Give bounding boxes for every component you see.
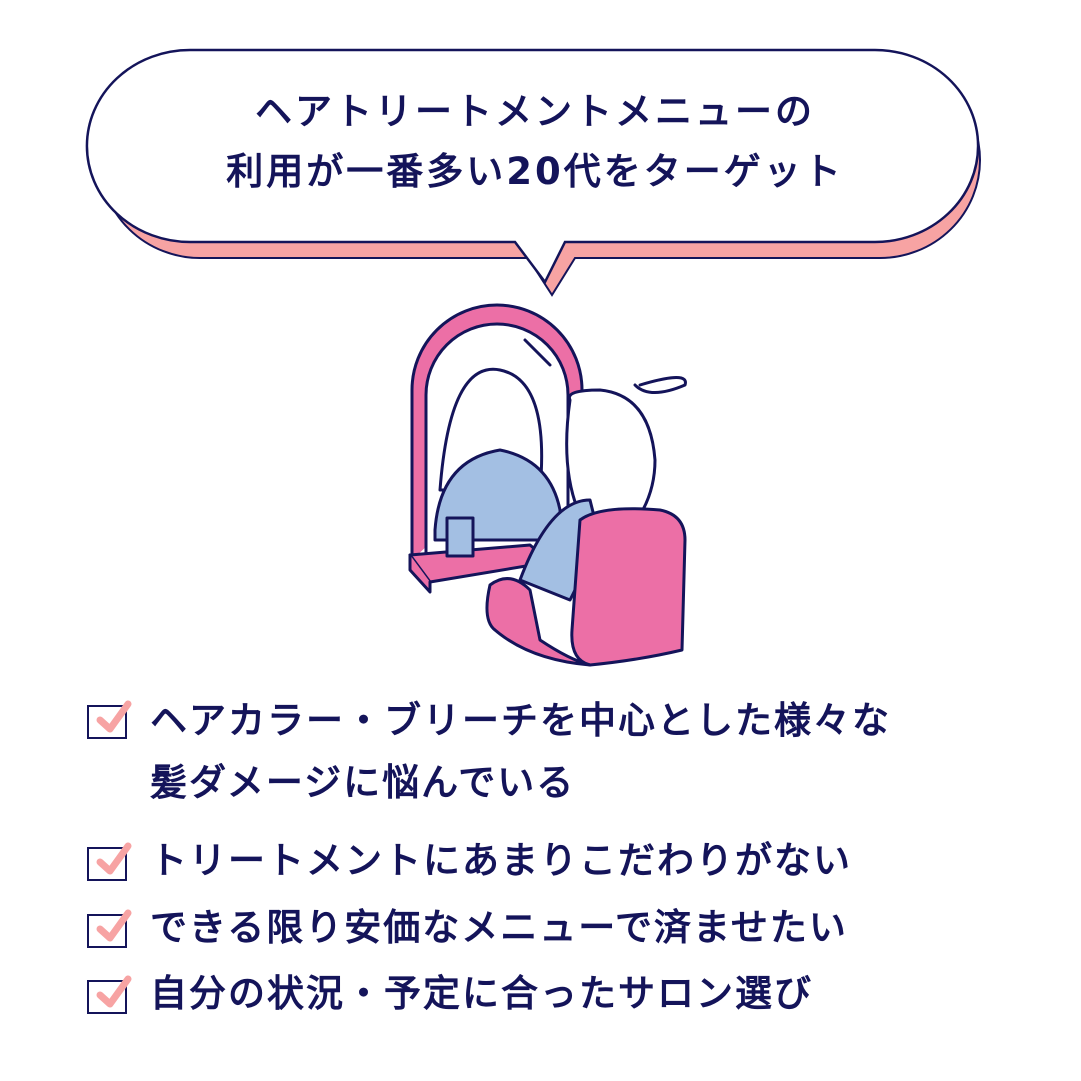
checklist-item-1-line-2: 髪ダメージに悩んでいる — [150, 761, 576, 804]
checkbox-1-icon — [87, 700, 132, 739]
checklist-item-4: 自分の状況・予定に合ったサロン選び — [150, 972, 813, 1015]
checklist-item-1: ヘアカラー・ブリーチを中心とした様々な 髪ダメージに悩んでいる — [150, 690, 891, 814]
headline-line-1: ヘアトリートメントメニューの — [255, 90, 815, 133]
checkbox-3-icon — [87, 909, 132, 948]
checklist-item-3: できる限り安価なメニューで済ませたい — [150, 906, 848, 949]
checklist-item-2: トリートメントにあまりこだわりがない — [150, 839, 852, 882]
checklist-item-1-line-1: ヘアカラー・ブリーチを中心とした様々な — [150, 699, 891, 742]
checkbox-2-icon — [87, 842, 132, 881]
mirror-salon-illustration — [408, 303, 687, 667]
speech-bubble — [85, 48, 981, 297]
checkbox-4-icon — [87, 975, 132, 1014]
headline: ヘアトリートメントメニューの 利用が一番多い20代をターゲット — [92, 82, 978, 202]
headline-line-2: 利用が一番多い20代をターゲット — [226, 150, 844, 193]
